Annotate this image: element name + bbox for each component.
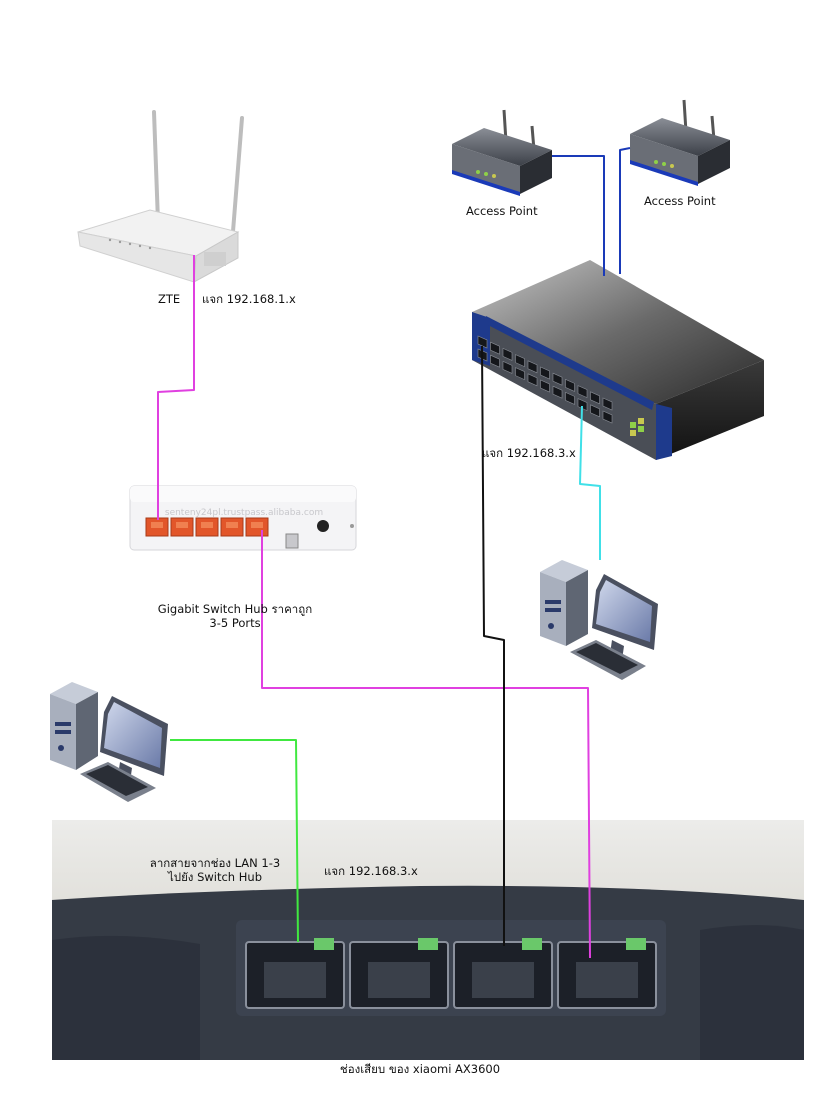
cable-switch-to-pc (579, 405, 601, 560)
switch-port (552, 372, 563, 386)
router-port-led (314, 938, 334, 950)
cable-hub-to-router (261, 530, 591, 959)
switch-port (502, 360, 513, 374)
zte-router (77, 110, 244, 283)
cable-ap1-to-switch (552, 155, 605, 276)
switch-port (527, 360, 538, 374)
router-lan-note-line2: ไปยัง Switch Hub (167, 870, 262, 884)
switch-port (590, 391, 600, 405)
switch-port (490, 341, 500, 355)
xiaomi-router-ports (52, 820, 804, 1060)
router-lan-port-inner (472, 962, 534, 998)
cable-zte-to-hub (157, 255, 195, 520)
switch-port (540, 379, 550, 393)
main-switch (472, 260, 764, 460)
watermark-text: senteny24pl.trustpass.alibaba.com (165, 508, 323, 518)
switch-port (515, 354, 525, 368)
router-lan-port-inner (576, 962, 638, 998)
switch-port (602, 410, 613, 424)
access-point-1-label: Access Point (466, 204, 538, 218)
access-point-2 (630, 99, 730, 186)
router-port-led (418, 938, 438, 950)
router-lan-port-inner (368, 962, 430, 998)
switch-port (577, 385, 588, 399)
router-caption: ช่องเสียบ ของ xiaomi AX3600 (339, 1062, 501, 1076)
main-switch-ip-note: แจก 192.168.3.x (482, 446, 576, 460)
gigabit-switch-label-line1: Gigabit Switch Hub ราคาถูก (157, 602, 313, 616)
router-port-led (626, 938, 646, 950)
switch-port (477, 335, 488, 349)
switch-port (602, 397, 613, 411)
desktop-pc-right (540, 560, 658, 680)
hub-port-inner (226, 522, 238, 528)
router-ip-note: แจก 192.168.3.x (324, 864, 418, 878)
zte-label: ZTE (158, 292, 181, 306)
cable-pc-to-router (170, 739, 299, 943)
hub-port-inner (151, 522, 163, 528)
switch-port (502, 347, 513, 361)
hub-port-inner (251, 522, 263, 528)
switch-port (540, 366, 550, 380)
desktop-pc-left (50, 682, 168, 802)
router-port-led (522, 938, 542, 950)
switch-port (490, 354, 500, 368)
router-lan-note-line1: ลากสายจากช่อง LAN 1-3 (149, 856, 281, 870)
switch-port (515, 367, 525, 381)
switch-port (590, 404, 600, 418)
access-point-1 (452, 109, 552, 196)
gigabit-switch-hub (129, 485, 357, 551)
switch-port (565, 391, 575, 405)
switch-port (577, 398, 588, 412)
cable-switch-to-router (481, 345, 505, 946)
switch-port (565, 378, 575, 392)
gigabit-switch-label-line2: 3-5 Ports (209, 616, 261, 630)
hub-port-inner (201, 522, 213, 528)
zte-ip-note: แจก 192.168.1.x (202, 292, 296, 306)
switch-port (527, 373, 538, 387)
access-point-2-label: Access Point (644, 194, 716, 208)
router-lan-port-inner (264, 962, 326, 998)
hub-port-inner (176, 522, 188, 528)
cable-ap2-to-switch (619, 147, 631, 274)
switch-port (552, 385, 563, 399)
